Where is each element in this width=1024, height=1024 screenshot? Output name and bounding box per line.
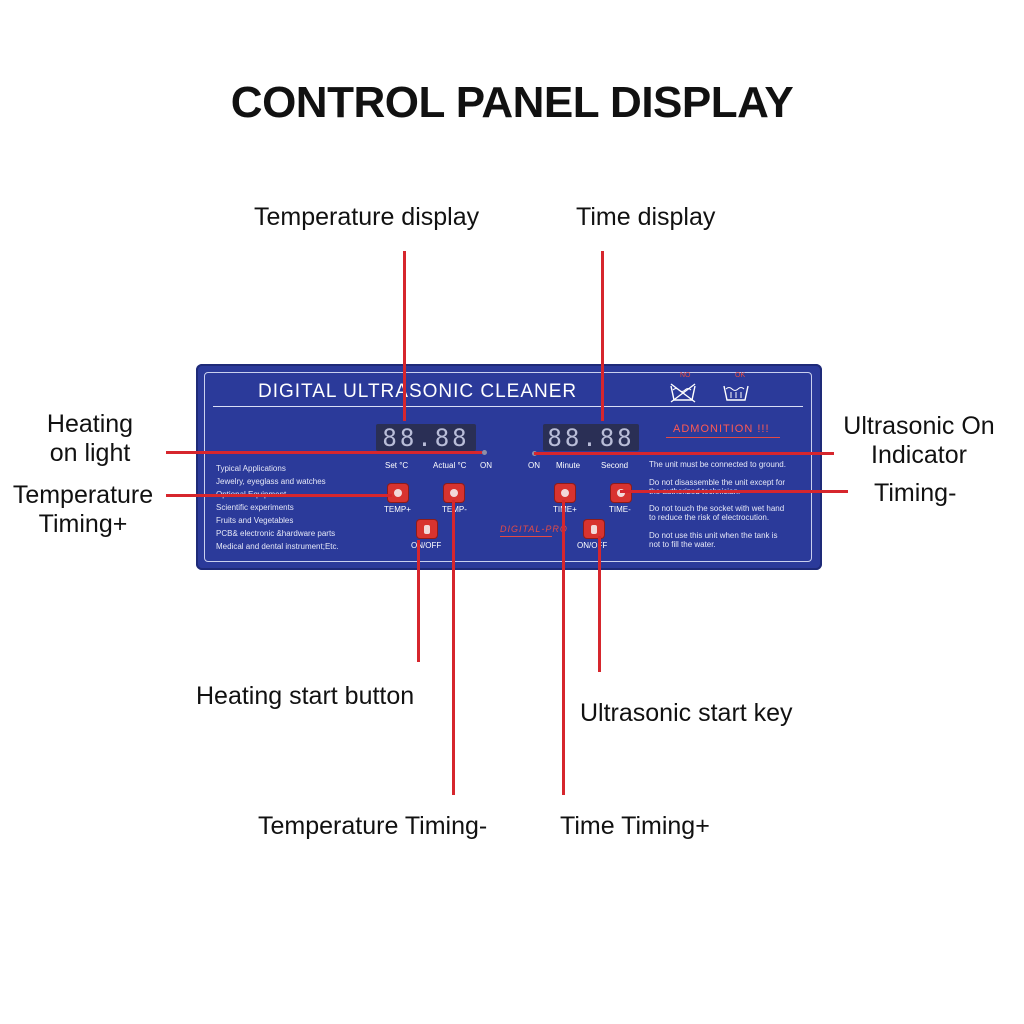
application-item: Medical and dental instrument;Etc. — [216, 542, 339, 551]
panel-title: DIGITAL ULTRASONIC CLEANER — [258, 381, 578, 402]
heating-on-led — [482, 450, 487, 455]
temperature-display: 88.88 — [376, 424, 476, 451]
warning-text: to reduce the risk of electrocution. — [649, 513, 770, 522]
actual-c-label: Actual °C — [433, 461, 467, 470]
leader-line-heating-start — [417, 540, 420, 662]
label-ultrasonic-on-line1: Ultrasonic On — [843, 412, 995, 440]
temp-minus-button[interactable] — [444, 484, 464, 502]
power-icon — [424, 524, 430, 534]
label-heating-start-button: Heating start button — [196, 682, 415, 710]
temp-plus-label: TEMP+ — [384, 505, 411, 514]
page-title: CONTROL PANEL DISPLAY — [230, 78, 794, 127]
leader-line-heating-on-light — [166, 451, 482, 454]
onoff-label-left: ON/OFF — [411, 541, 442, 550]
brand-logo: DIGITAL-PRO — [500, 524, 568, 534]
ok-wash-icon — [723, 385, 749, 401]
time-minus-button-dot — [617, 489, 625, 497]
label-ultrasonic-on-line2: Indicator — [871, 441, 967, 469]
applications-heading: Typical Applications — [216, 464, 286, 473]
warning-text: Do not use this unit when the tank is — [649, 531, 778, 540]
time-plus-button-dot — [561, 489, 569, 497]
label-temperature-timing-plus: Temperature Timing+ — [4, 481, 162, 539]
warning-text: The unit must be connected to ground. — [649, 460, 786, 469]
leader-line-time-display — [601, 251, 604, 421]
admonition-underline — [666, 437, 780, 438]
label-time-display: Time display — [576, 203, 716, 231]
brand-underline — [500, 536, 552, 537]
leader-line-timing-minus — [620, 490, 848, 493]
no-icon-label: NO — [680, 372, 691, 379]
leader-line-ultrasonic-on — [534, 452, 834, 455]
minute-label: Minute — [556, 461, 581, 470]
admonition-heading: ADMONITION !!! — [673, 423, 770, 435]
ok-icon-label: OK — [735, 372, 746, 379]
heating-onoff-button[interactable] — [417, 520, 437, 538]
application-item: Scientific experiments — [216, 503, 294, 512]
label-heating-on-light-line1: Heating — [46, 410, 134, 438]
leader-line-temperature-timing-plus — [166, 494, 392, 497]
panel-divider — [213, 406, 803, 407]
label-time-timing-plus: Time Timing+ — [560, 812, 710, 840]
leader-line-temperature-display — [403, 251, 406, 421]
time-minus-button[interactable] — [611, 484, 631, 502]
time-display: 88.88 — [543, 424, 639, 451]
time-digits: 88.88 — [547, 423, 635, 452]
set-c-label: Set °C — [385, 461, 409, 470]
application-item: Fruits and Vegetables — [216, 516, 294, 525]
control-panel: DIGITAL ULTRASONIC CLEANER NO OK 88.88 S… — [196, 364, 822, 570]
application-item: PCB& electronic &hardware parts — [216, 529, 336, 538]
leader-line-ultrasonic-start — [598, 536, 601, 672]
label-timing-minus: Timing- — [874, 479, 957, 507]
power-icon — [591, 524, 597, 534]
on-label-left: ON — [480, 461, 492, 470]
leader-line-time-timing-plus — [562, 500, 565, 795]
warning-text: Do not touch the socket with wet hand — [649, 504, 785, 513]
on-label-right: ON — [528, 461, 540, 470]
ultrasonic-onoff-button[interactable] — [584, 520, 604, 538]
temp-minus-button-dot — [450, 489, 458, 497]
label-heating-on-light-line2: on light — [49, 439, 131, 467]
label-ultrasonic-start-key: Ultrasonic start key — [580, 699, 793, 727]
label-temperature-timing-plus-line2: Timing+ — [38, 510, 128, 538]
label-heating-on-light: Heating on light — [30, 410, 150, 468]
application-item: Jewelry, eyeglass and watches — [216, 477, 326, 486]
second-label: Second — [601, 461, 629, 470]
label-ultrasonic-on-indicator: Ultrasonic On Indicator — [834, 412, 1004, 470]
label-temperature-display: Temperature display — [254, 203, 480, 231]
time-plus-button[interactable] — [555, 484, 575, 502]
temperature-digits: 88.88 — [382, 423, 470, 452]
leader-line-temperature-timing-minus — [452, 500, 455, 795]
label-temperature-timing-minus: Temperature Timing- — [258, 812, 488, 840]
onoff-label-right: ON/OFF — [577, 541, 608, 550]
temp-plus-button-dot — [394, 489, 402, 497]
time-minus-label: TIME- — [609, 505, 631, 514]
warning-text: Do not disassemble the unit except for — [649, 478, 786, 487]
temp-plus-button[interactable] — [388, 484, 408, 502]
warning-text: not to fill the water. — [649, 540, 716, 549]
panel-border — [204, 372, 812, 562]
label-temperature-timing-plus-line1: Temperature — [12, 481, 154, 509]
no-wash-icon — [670, 383, 696, 403]
